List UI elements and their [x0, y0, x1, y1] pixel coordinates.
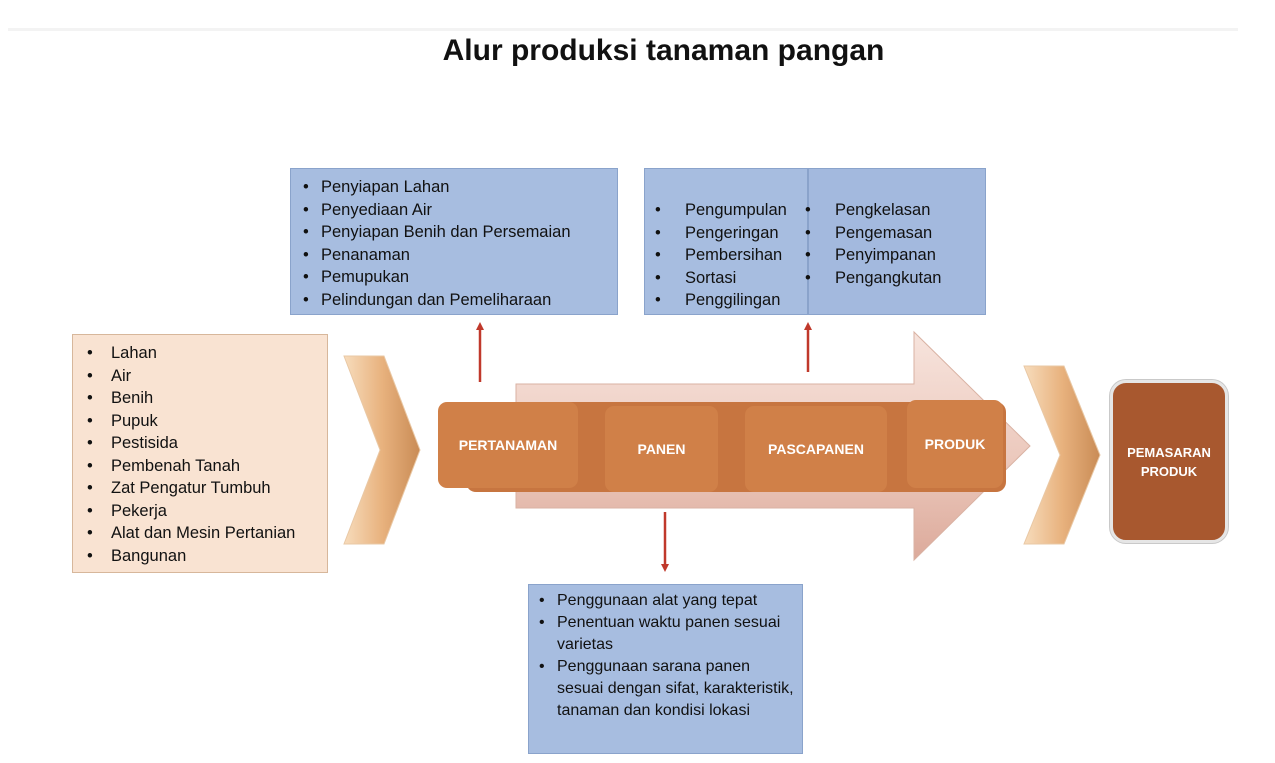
pertanaman-activities-box: Penyiapan Lahan Penyediaan Air Penyiapan… — [290, 168, 618, 315]
input-item: Lahan — [79, 342, 321, 365]
stage-pertanaman: PERTANAMAN — [438, 402, 578, 488]
panen-activity: Penentuan waktu panen sesuai varietas — [533, 612, 798, 656]
pascapanen-activity: Penyimpanan — [797, 244, 983, 267]
input-item: Pestisida — [79, 432, 321, 455]
stage-pascapanen: PASCAPANEN — [745, 406, 887, 492]
pascapanen-activity: Pengemasan — [797, 222, 983, 245]
panen-activity: Penggunaan sarana panen sesuai dengan si… — [533, 656, 798, 722]
pascapanen-activities-box-2: Pengkelasan Pengemasan Penyimpanan Penga… — [805, 168, 986, 315]
input-chevron — [343, 355, 421, 545]
pascapanen-activity: Pengkelasan — [797, 199, 983, 222]
pascapanen-activity: Penggilingan — [647, 289, 805, 312]
pascapanen-activities-box-1: Pengumpulan Pengeringan Pembersihan Sort… — [644, 168, 808, 315]
input-item: Pekerja — [79, 500, 321, 523]
pascapanen-activity: Sortasi — [647, 267, 805, 290]
input-item: Pupuk — [79, 410, 321, 433]
output-chevron — [1023, 365, 1101, 545]
pertanaman-activity: Penanaman — [295, 244, 613, 267]
input-item: Pembenah Tanah — [79, 455, 321, 478]
input-item: Zat Pengatur Tumbuh — [79, 477, 321, 500]
input-item: Bangunan — [79, 545, 321, 568]
stage-pemasaran-produk: PEMASARAN PRODUK — [1110, 380, 1228, 543]
diagram-title: Alur produksi tanaman pangan — [442, 34, 885, 67]
pertanaman-activity: Pelindungan dan Pemeliharaan — [295, 289, 613, 312]
input-item: Alat dan Mesin Pertanian — [79, 522, 321, 545]
panen-activity: Penggunaan alat yang tepat — [533, 590, 798, 612]
pemasaran-label: PEMASARAN PRODUK — [1127, 444, 1211, 479]
pascapanen-activity: Pengumpulan — [647, 199, 805, 222]
panen-activities-box: Penggunaan alat yang tepat Penentuan wak… — [528, 584, 803, 754]
pertanaman-activity: Penyiapan Benih dan Persemaian — [295, 221, 613, 244]
top-divider — [8, 28, 1238, 31]
pertanaman-activity: Penyediaan Air — [295, 199, 613, 222]
pascapanen-activity: Pembersihan — [647, 244, 805, 267]
pertanaman-activity: Penyiapan Lahan — [295, 176, 613, 199]
pertanaman-activity: Pemupukan — [295, 266, 613, 289]
pascapanen-activity: Pengeringan — [647, 222, 805, 245]
input-item: Benih — [79, 387, 321, 410]
input-item: Air — [79, 365, 321, 388]
stage-panen: PANEN — [605, 406, 718, 492]
stage-produk: PRODUK — [907, 400, 1003, 488]
pascapanen-activity: Pengangkutan — [797, 267, 983, 290]
inputs-box: Lahan Air Benih Pupuk Pestisida Pembenah… — [72, 334, 328, 573]
